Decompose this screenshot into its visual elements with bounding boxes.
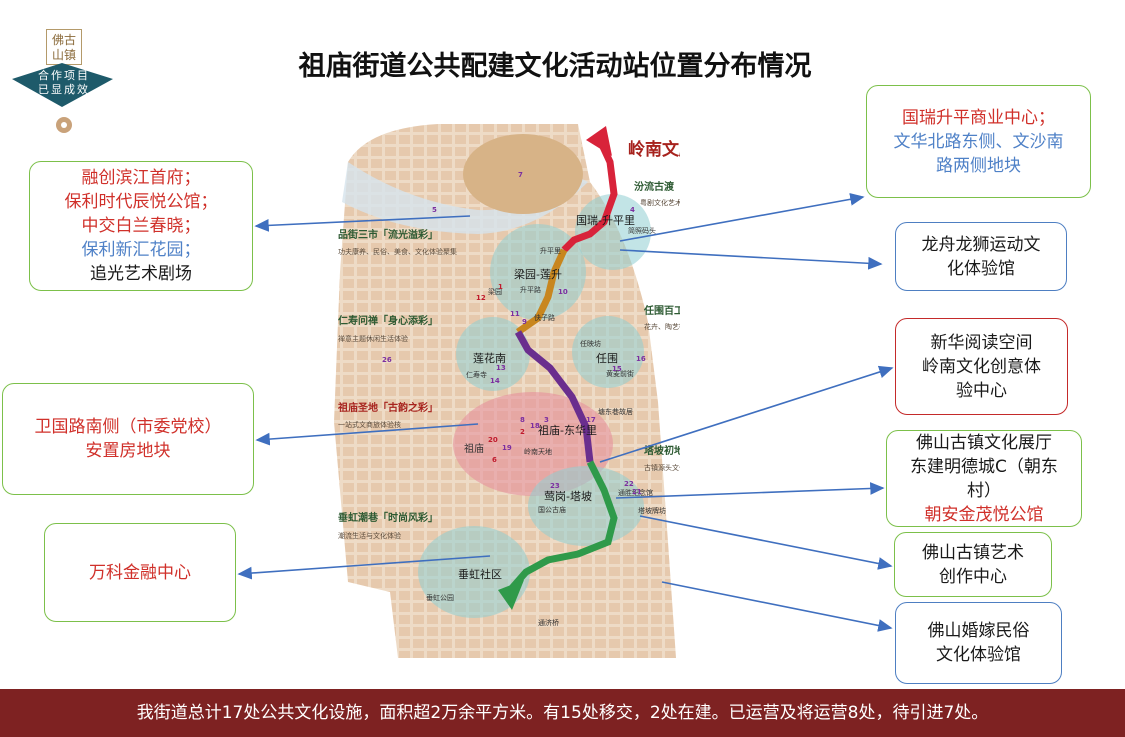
- section-title: 塔坡初地「祥瑞多彩」: [644, 444, 680, 457]
- callout-old-town-exhibition: 佛山古镇文化展厅 东建明德城C（朝东 村） 朝安金茂悦公馆: [886, 430, 1082, 527]
- logo-top-text: 佛古 山镇: [46, 29, 82, 65]
- place-label: 塘东巷故居: [598, 407, 633, 416]
- place-label: 仁寿寺: [466, 370, 487, 379]
- facility-number: 6: [492, 456, 497, 464]
- arrow-to-party-school: [255, 423, 479, 446]
- callout-wedding-folk: 佛山婚嫁民俗 文化体验馆: [895, 602, 1062, 684]
- place-label: 通胜纪念馆: [618, 488, 653, 497]
- fan-icon: [12, 63, 113, 107]
- facility-number: 5: [432, 206, 437, 214]
- place-label: 通济桥: [538, 618, 559, 627]
- footer-summary: 我街道总计17处公共文化设施，面积超2万余平方米。有15处移交，2处在建。已运营…: [0, 689, 1125, 737]
- section-title: 品街三市「流光溢彩」: [338, 228, 438, 241]
- facility-number: 18: [530, 422, 540, 430]
- zone-label: 莺岗-塔坡: [544, 490, 592, 503]
- arrow-to-wedding: [661, 581, 893, 632]
- facility-number: 10: [558, 288, 568, 296]
- callout-xinhua-reading: 新华阅读空间 岭南文化创意体 验中心: [895, 318, 1068, 415]
- section-sub: 粤剧文化艺术产业延伸: [640, 198, 680, 207]
- arrow-to-vanke: [237, 555, 491, 580]
- district-map: 岭南文脉轴线 汾流古渡「精彩好戏」 粤剧文化艺术产业延伸 品街三市「流光溢彩」 …: [334, 124, 680, 658]
- logo-motto-line2: 已显成效: [38, 83, 90, 96]
- facility-number: 4: [630, 206, 635, 214]
- callout-party-school-resettlement: 卫国路南侧（市委党校） 安置房地块: [2, 383, 254, 495]
- facility-number: 23: [550, 482, 560, 490]
- callout-guorui-shengping: 国瑞升平商业中心； 文华北路东侧、文沙南 路两侧地块: [866, 85, 1091, 198]
- callout-dragon-boat-lion: 龙舟龙狮运动文 化体验馆: [895, 222, 1067, 291]
- facility-number: 26: [382, 356, 392, 364]
- section-sub: 古镇源头文化与艺术体验集聚: [644, 463, 680, 472]
- arrow-to-residential-north: [254, 215, 471, 232]
- section-title: 垂虹潮巷「时尚风彩」: [338, 511, 438, 524]
- section-sub: 花卉、陶艺等在地产业延伸体验: [644, 322, 680, 331]
- facility-number: 8: [520, 416, 525, 424]
- facility-number: 12: [476, 294, 486, 302]
- flower-seal-icon: [56, 117, 72, 133]
- facility-number: 13: [496, 364, 506, 372]
- facility-number: 21: [632, 488, 642, 496]
- arrow-to-art-center: [639, 515, 893, 570]
- facility-number: 14: [490, 377, 500, 385]
- facility-number: 9: [522, 318, 527, 326]
- facility-number: 7: [518, 171, 523, 179]
- axis-title: 岭南文脉轴线: [628, 139, 680, 160]
- facility-number: 17: [586, 416, 596, 424]
- place-label: 祖庙: [464, 442, 484, 455]
- section-sub: 一站式文商旅体验核: [338, 420, 401, 429]
- page-title: 祖庙街道公共配建文化活动站位置分布情况: [298, 51, 812, 82]
- section-title: 仁寿问禅「身心添彩」: [338, 314, 438, 327]
- facility-number: 2: [520, 428, 525, 436]
- callout-art-creation-center: 佛山古镇艺术 创作中心: [894, 532, 1052, 597]
- arrow-to-old-town-exhibition: [615, 482, 885, 499]
- section-title: 任围百工「花韵陶彩」: [643, 304, 680, 317]
- zone-label: 莲花南: [473, 352, 506, 365]
- zone-label: 任围: [596, 352, 618, 365]
- facility-number: 20: [488, 436, 498, 444]
- section-sub: 潮流生活与文化体验: [338, 531, 401, 540]
- facility-number: 3: [544, 416, 549, 424]
- facility-number: 1: [498, 283, 503, 291]
- section-title: 祖庙圣地「古韵之彩」: [337, 401, 438, 414]
- arrow-to-dragon-boat: [619, 249, 883, 270]
- facility-number: 15: [612, 365, 622, 373]
- place-label: 梁园: [488, 287, 502, 296]
- logo-motto-line1: 合作项目: [38, 69, 90, 82]
- facility-number: 11: [510, 310, 520, 318]
- callout-residential-north: 融创滨江首府； 保利时代辰悦公馆； 中交白兰春晓； 保利新汇花园； 追光艺术剧场: [29, 161, 253, 291]
- facility-number: 19: [502, 444, 512, 452]
- section-sub: 功夫康养、民俗、美食、文化体验聚集: [338, 247, 457, 256]
- foshan-old-town-logo: 佛古 山镇 合作项目 已显成效: [10, 25, 120, 140]
- place-label: 国公古庙: [538, 505, 566, 514]
- place-label: 垂虹公园: [426, 593, 454, 602]
- facility-number: 22: [624, 480, 634, 488]
- arrow-to-guorui: [619, 192, 865, 242]
- section-title: 汾流古渡「精彩好戏」: [634, 180, 680, 193]
- zone-label: 祖庙-东华里: [538, 423, 597, 437]
- place-label: 岭南天地: [524, 447, 552, 456]
- place-label: 黄麦前街: [606, 369, 634, 378]
- place-label: 简照码头: [628, 226, 656, 235]
- place-label: 升平里: [540, 246, 561, 255]
- place-label: 升平路: [520, 285, 541, 294]
- callout-vanke-finance-center: 万科金融中心: [44, 523, 236, 622]
- place-label: 快子路: [534, 313, 555, 322]
- zone-label: 垂虹社区: [458, 567, 502, 581]
- zone-label: 国瑞-升平里: [576, 213, 635, 227]
- place-label: 任映坊: [580, 339, 601, 348]
- arrow-to-xinhua: [599, 365, 894, 463]
- facility-number: 16: [636, 355, 646, 363]
- place-label: 塔坡牌坊: [638, 506, 666, 515]
- section-sub: 禅意主题休闲生活体验: [338, 334, 408, 343]
- zone-label: 梁园-莲升: [514, 267, 562, 281]
